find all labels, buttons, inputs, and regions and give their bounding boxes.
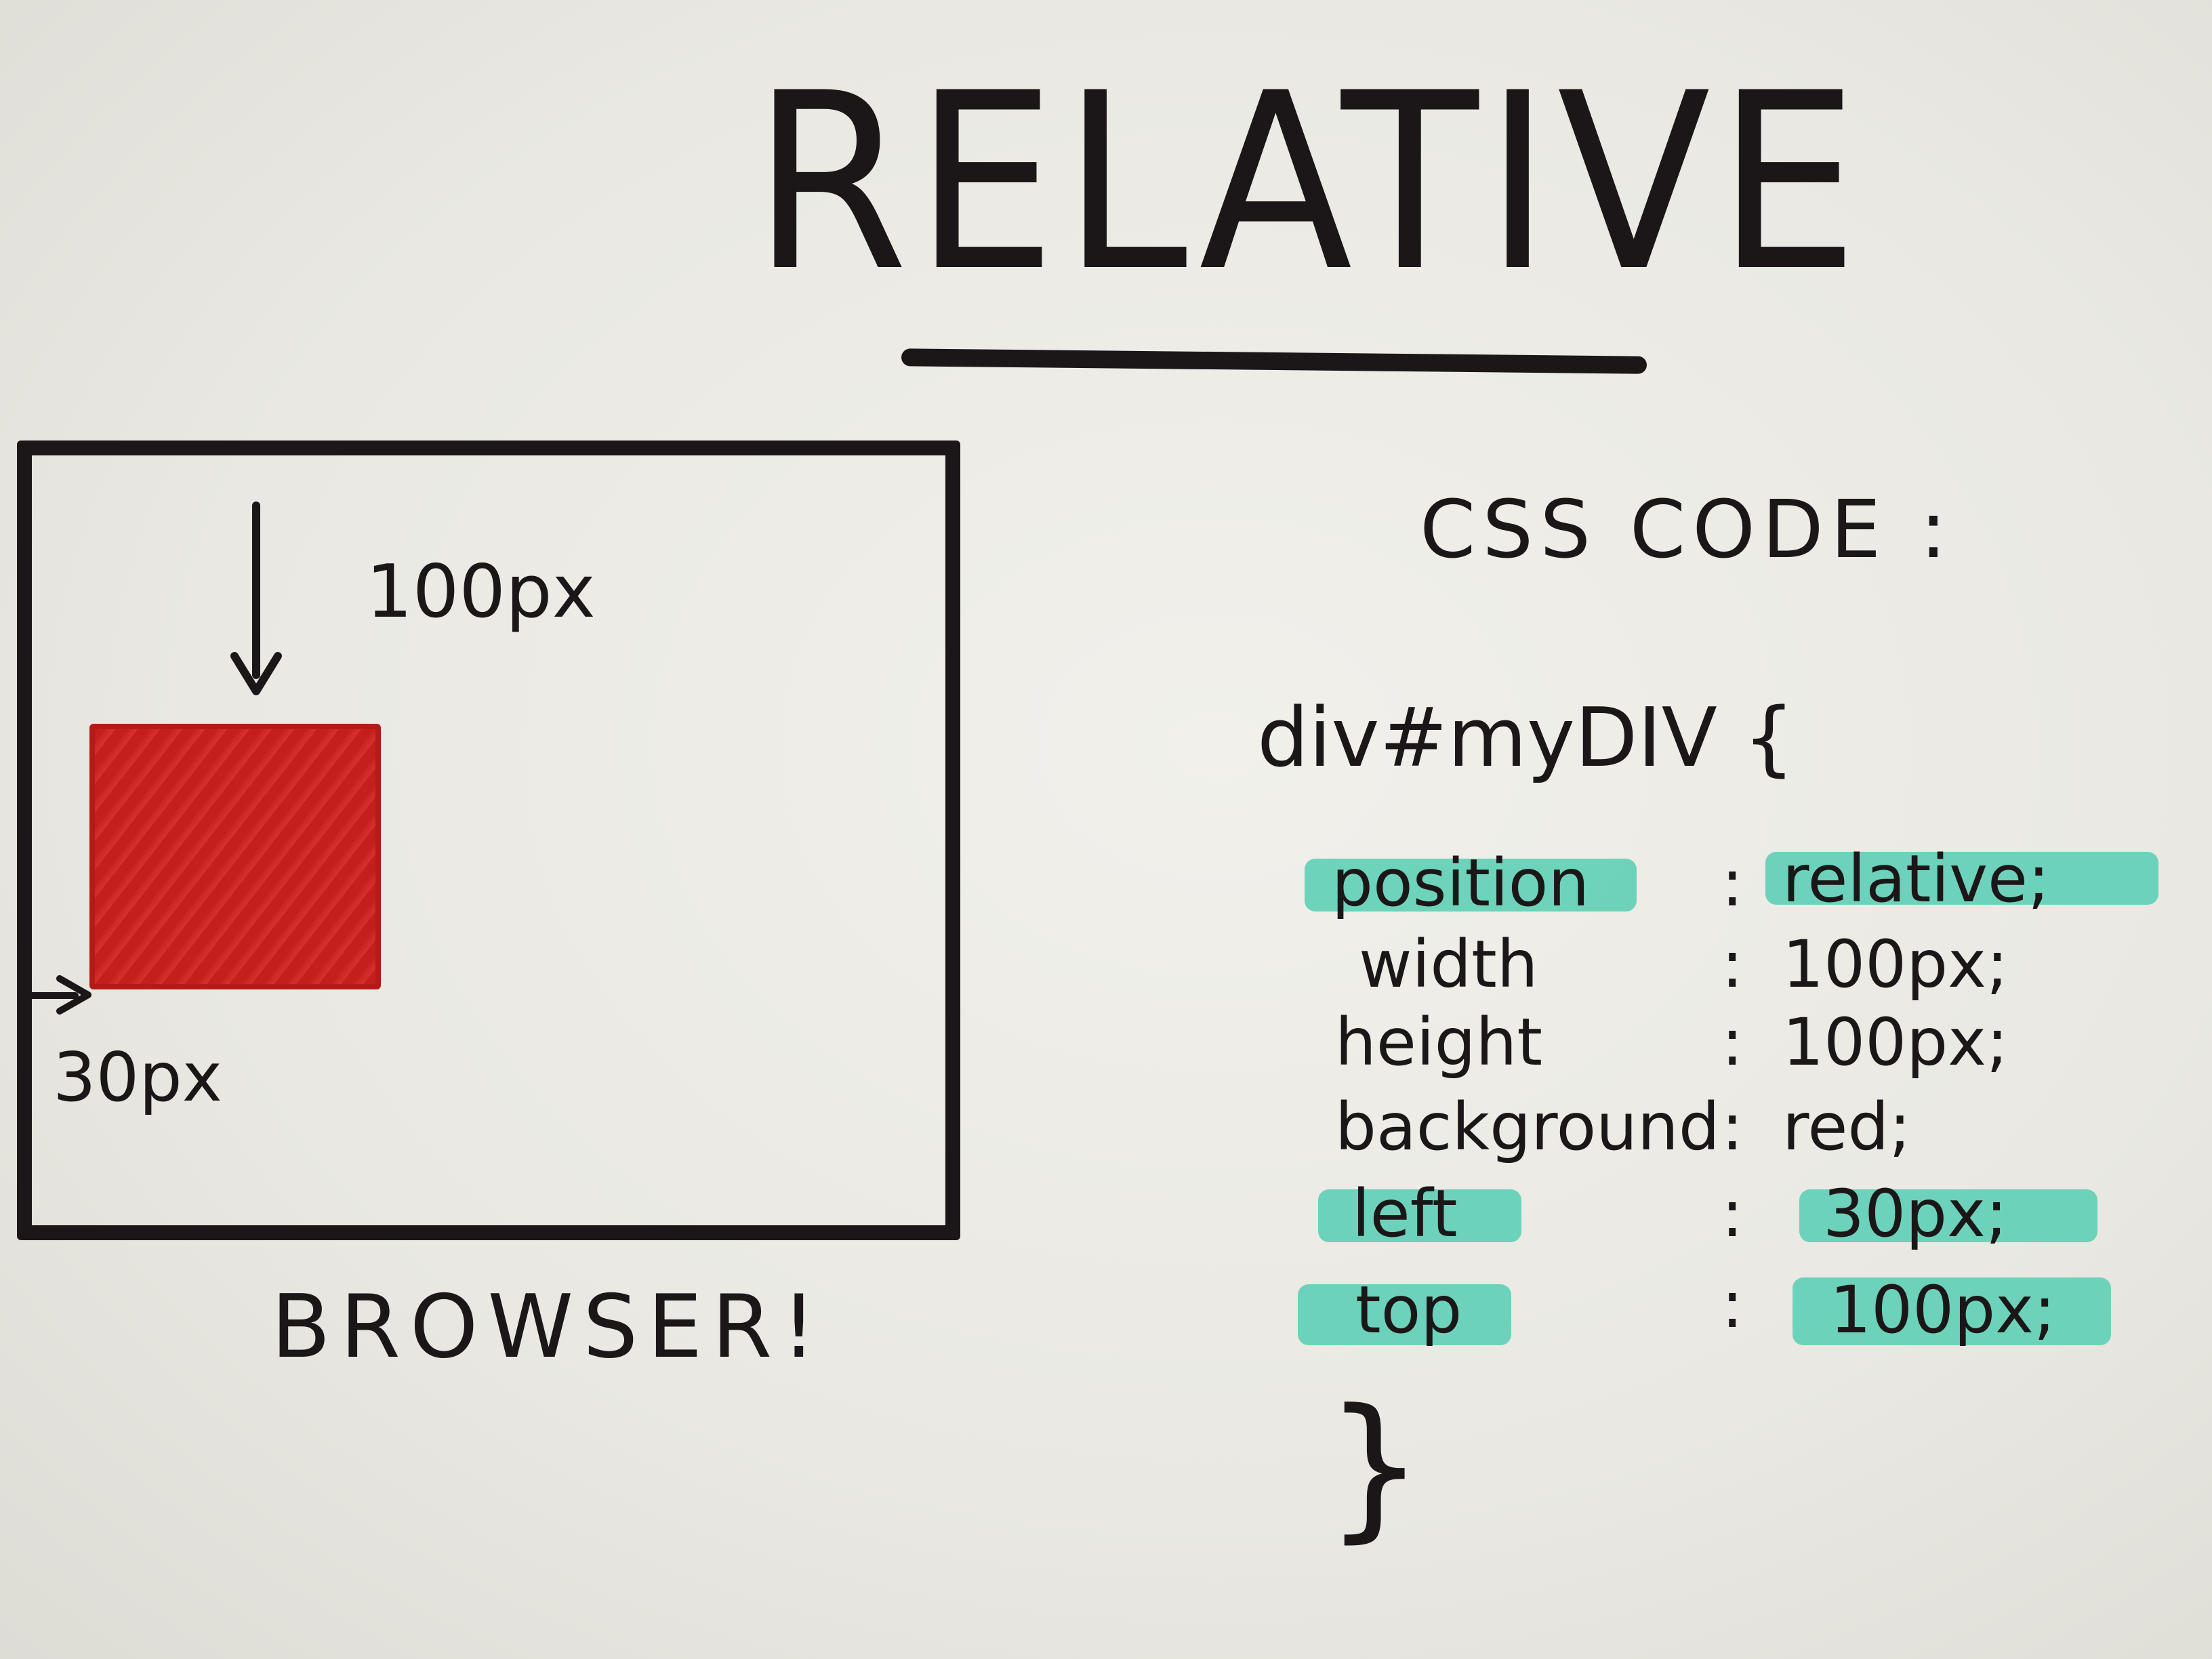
colon: :	[1721, 1089, 1744, 1165]
colon: :	[1721, 1176, 1744, 1252]
browser-window-frame	[17, 441, 960, 1240]
property-value: 100px;	[1830, 1272, 2056, 1348]
declaration-row: width : 100px;	[0, 932, 2212, 1020]
declaration-row: height : 100px;	[0, 1010, 2212, 1098]
arrow-right-icon	[56, 975, 91, 1015]
property-value: relative;	[1782, 841, 2050, 917]
value-highlight	[1799, 1189, 2097, 1242]
property-name: left	[1352, 1176, 1458, 1252]
property-highlight	[1318, 1189, 1521, 1242]
colon: :	[1721, 926, 1744, 1002]
page-title: RELATIVE	[752, 41, 1865, 325]
property-value: red;	[1782, 1089, 1911, 1165]
value-highlight	[1765, 852, 2158, 905]
css-selector: div#myDIV {	[1257, 691, 1795, 785]
top-offset-label: 100px	[366, 550, 596, 634]
closing-brace: }	[1325, 1376, 1425, 1557]
colon: :	[1721, 1004, 1744, 1080]
css-code-heading: CSS CODE :	[1420, 483, 1954, 576]
top-offset-arrow	[252, 501, 260, 679]
property-name: width	[1359, 926, 1538, 1002]
arrow-down-icon	[230, 652, 282, 695]
property-value: 30px;	[1823, 1176, 2008, 1252]
property-name: top	[1355, 1272, 1462, 1348]
browser-caption: BROWSER!	[271, 1277, 826, 1378]
positioned-red-box	[89, 724, 381, 989]
property-highlight	[1305, 859, 1637, 912]
left-offset-arrow	[20, 992, 79, 999]
property-name: background	[1335, 1089, 1720, 1165]
declaration-row: position : relative;	[0, 844, 2212, 932]
title-underline	[901, 348, 1647, 374]
colon: :	[1721, 845, 1744, 921]
declaration-row: top : 100px;	[0, 1272, 2212, 1366]
property-value: 100px;	[1782, 1004, 2009, 1080]
property-highlight	[1298, 1284, 1511, 1345]
property-value: 100px;	[1782, 926, 2009, 1002]
left-offset-label: 30px	[53, 1038, 222, 1117]
value-highlight	[1793, 1277, 2111, 1345]
property-name: height	[1335, 1004, 1542, 1080]
declaration-row: background : red;	[0, 1094, 2212, 1183]
property-name: position	[1332, 845, 1590, 921]
colon: :	[1721, 1267, 1744, 1343]
declaration-row: left : 30px;	[0, 1176, 2212, 1264]
